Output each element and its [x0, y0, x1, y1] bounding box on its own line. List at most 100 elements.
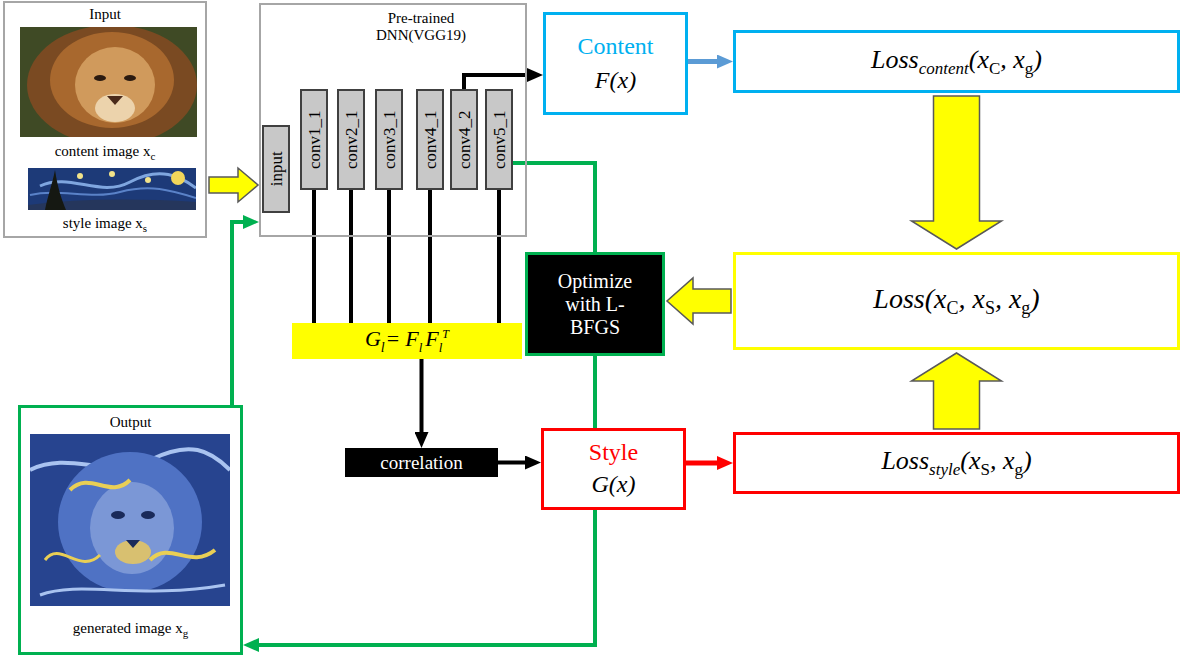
loss-formula: content [919, 59, 969, 78]
total-loss-box: Loss(xC, xS, xg) [733, 252, 1180, 350]
lion-nose [107, 96, 123, 105]
layer-box: input [262, 125, 290, 213]
content-text: F(x) [595, 67, 636, 93]
panel-text: generated image x [73, 620, 183, 636]
feature-line [428, 190, 432, 323]
loss-formula: ) [1033, 45, 1042, 74]
loss-formula: , x [958, 283, 984, 314]
text-line: conv5_1 [470, 130, 529, 150]
layer-box: conv3_1 [375, 89, 403, 190]
text-line: conv3_1 [360, 130, 419, 150]
gram-formula: G [365, 326, 381, 351]
text-line: content image xc [5, 143, 205, 163]
input-panel: Input content image xc style image xs [3, 1, 207, 238]
feature-line [312, 190, 316, 323]
text-line: generated image xg [21, 620, 240, 640]
text-line: Lossstyle(xS, xg) [881, 446, 1031, 480]
network-title: Pre-trained DNN(VGG19) [376, 10, 466, 43]
layer-name: input [266, 152, 286, 187]
loss-formula: Loss [873, 283, 924, 314]
text-line: correlation [380, 452, 462, 474]
text-line: conv4_2 [435, 130, 494, 150]
loss-formula: g [1025, 59, 1034, 78]
moon [171, 171, 185, 185]
lion-photo [20, 27, 197, 137]
painting-sky [28, 168, 196, 210]
layer-box: conv2_1 [337, 89, 365, 190]
loss-formula: (x [969, 45, 989, 74]
content-arrow [464, 75, 533, 89]
layer-name: conv4_2 [454, 110, 474, 169]
text-line: Input [5, 6, 205, 23]
sum-arrow [912, 353, 1002, 429]
swirl [40, 585, 225, 595]
panel-text: s [143, 222, 147, 234]
loss-formula: S [985, 298, 995, 318]
text-line: Style [589, 439, 638, 467]
lion-mane [58, 452, 202, 592]
text-line: Content [578, 33, 654, 61]
panel-text: style image x [63, 215, 143, 231]
output-panel: Output generated image xg [18, 405, 243, 655]
layer-box: conv4_1 [416, 89, 444, 190]
loss-formula: , x [990, 446, 1015, 475]
text-line: Pre-trained DNN(VGG19) [356, 10, 486, 45]
sum-arrow [912, 96, 1002, 249]
panel-text: c [150, 150, 155, 162]
text-line: Optimize with L-BFGS [549, 270, 641, 339]
star [145, 177, 151, 183]
lion-face [75, 47, 155, 123]
loss-formula: S [980, 460, 989, 479]
text-line: Loss(xC, xS, xg) [873, 283, 1039, 319]
gram-box: Gl=FlFlT [292, 323, 522, 359]
layer-name: conv1_1 [304, 110, 324, 169]
panel-text: content image x [55, 143, 151, 159]
loss-formula: ) [1023, 446, 1032, 475]
lion-muzzle [95, 94, 135, 122]
loss-box: Lossstyle(xS, xg) [733, 432, 1180, 494]
text-line: conv4_1 [401, 130, 460, 150]
gram-formula: = [387, 326, 399, 351]
painting-ground [30, 434, 230, 606]
text-line: Losscontent(xC, xg) [871, 45, 1042, 79]
layer-box: conv1_1 [300, 89, 328, 190]
text-line: input [259, 159, 294, 179]
feature-line [497, 190, 501, 323]
gram-formula: l [439, 340, 443, 355]
lion-eye [111, 511, 125, 519]
text-line: conv1_1 [285, 130, 344, 150]
lion-nose [126, 540, 140, 548]
lion-eye [94, 75, 106, 81]
gram-formula: F [425, 326, 438, 351]
lion-muzzle [115, 540, 151, 564]
gram-formula: l [419, 340, 423, 355]
content-loss-arrow [688, 59, 723, 64]
lion-mane [27, 27, 197, 137]
optimizer-box: Optimize with L-BFGS [525, 252, 665, 356]
loss-formula: C [989, 59, 1000, 78]
star [109, 171, 115, 177]
gram-formula: F [405, 326, 418, 351]
layer-box: conv5_1 [485, 89, 513, 190]
loss-box: Losscontent(xC, xg) [733, 30, 1180, 93]
loss-formula: (x [960, 446, 980, 475]
loss-arrow [667, 278, 731, 324]
style-arrow [498, 461, 531, 465]
layer-name: conv5_1 [489, 110, 509, 169]
edge-group [209, 62, 1002, 646]
layer-name: conv2_1 [341, 110, 361, 169]
feedback-arrow [232, 222, 249, 405]
swirl [70, 480, 130, 490]
loss-formula: style [929, 460, 960, 479]
lion-mane [50, 32, 174, 128]
lion-eye [141, 511, 155, 519]
loss-formula: , x [995, 283, 1021, 314]
swirl [150, 550, 215, 560]
text-line: Output [21, 414, 240, 431]
style-text: G(x) [592, 471, 636, 497]
loss-formula: (x [925, 283, 947, 314]
panel-text: Output [110, 414, 152, 430]
cypress [45, 170, 66, 210]
gram-formula: T [442, 327, 449, 341]
input-arrow [209, 168, 258, 202]
